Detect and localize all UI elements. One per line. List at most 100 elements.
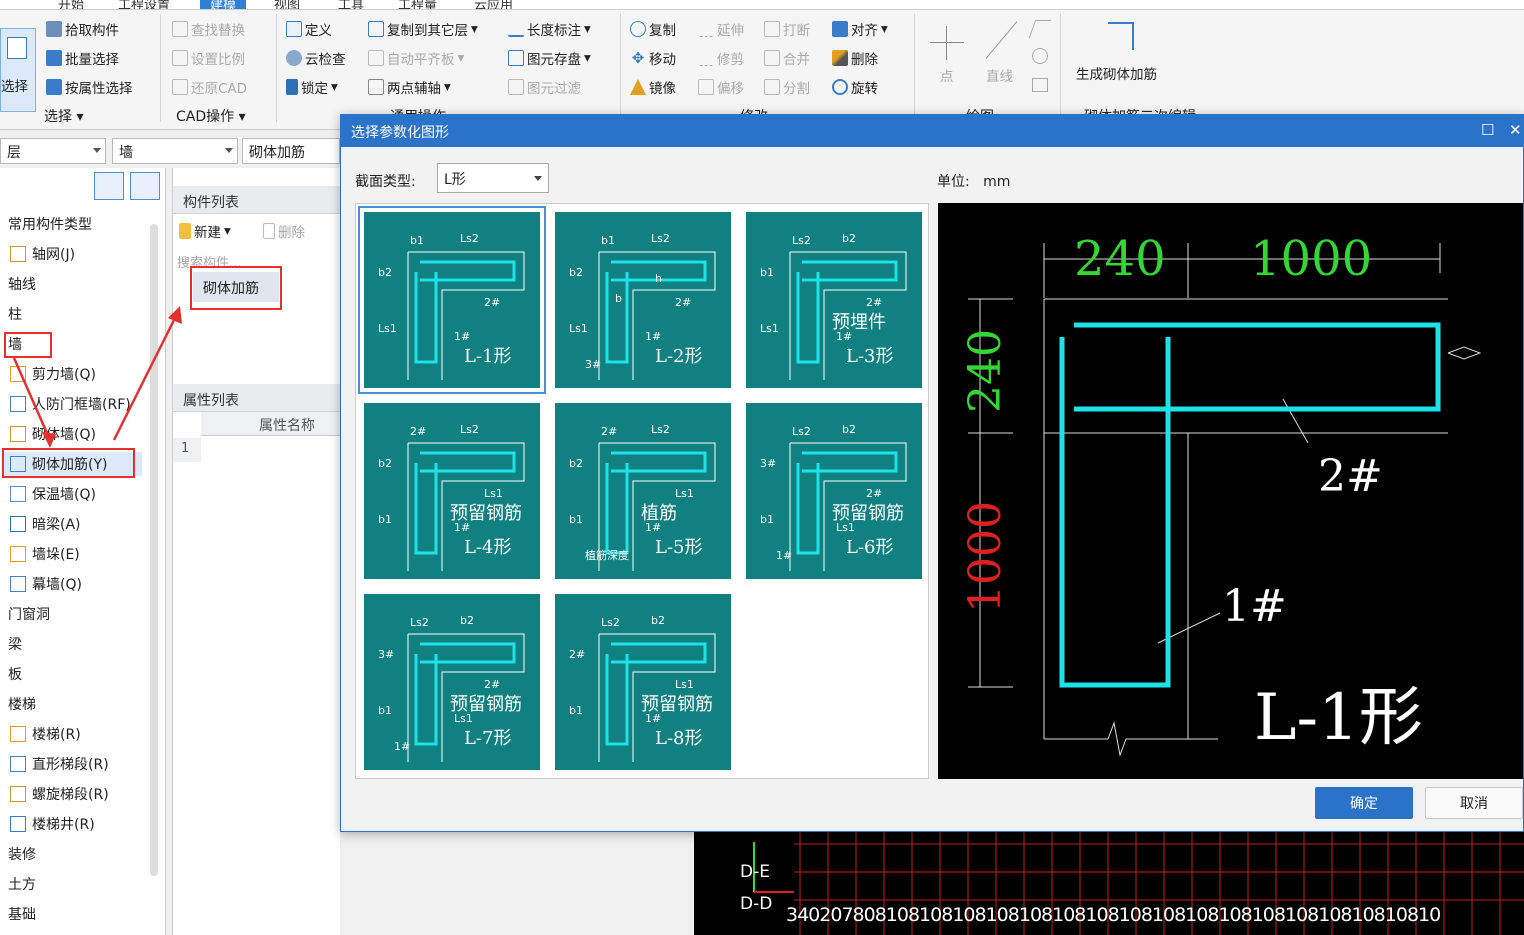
tree-item[interactable]: 板 [8,662,22,686]
cad-canvas[interactable]: D-E D-D 34020780810810810810810810810810… [694,832,1524,935]
tree-item[interactable]: 直形梯段(R) [10,752,109,776]
rotate-button[interactable]: 旋转 [832,76,878,98]
close-icon[interactable]: ✕ [1509,121,1522,139]
tree-item[interactable]: 楼梯(R) [10,722,81,746]
define-button[interactable]: 定义 [286,18,332,40]
generate-masonry-rebar-icon[interactable] [1108,22,1134,50]
tree-item[interactable]: 人防门框墙(RF) [10,392,131,416]
point-button[interactable]: 点 [940,69,954,85]
tree-item[interactable]: 螺旋梯段(R) [10,782,109,806]
select-big-button[interactable]: 选择 [0,28,36,112]
tree-item[interactable]: 剪力墙(Q) [10,362,96,386]
tree-scrollbar[interactable] [150,224,158,876]
line-button[interactable]: 直线 [986,69,1013,85]
auto-align-slab-button[interactable]: 自动平齐板 ▾ [368,47,464,69]
maximize-icon[interactable]: ☐ [1481,121,1495,139]
align-button[interactable]: 对齐 ▾ [832,18,888,40]
tree-item[interactable]: 墙 [8,332,22,356]
tree-item[interactable]: 柱 [8,302,22,326]
element-filter-button[interactable]: 图元过滤 [508,76,581,98]
component-item[interactable]: 砌体加筋 [193,272,279,302]
batch-select-button[interactable]: 批量选择 [46,47,119,69]
save-element-button[interactable]: 图元存盘 ▾ [508,47,591,69]
tree-item[interactable]: 门窗洞 [8,602,50,626]
mirror-button[interactable]: 镜像 [630,76,676,98]
tree-item[interactable]: 装修 [8,842,36,866]
menu-project-settings[interactable]: 工程设置 [118,0,171,10]
move-button[interactable]: ✥移动 [630,47,676,69]
tree-item[interactable]: 轴网(J) [10,242,75,266]
circle-icon[interactable] [1032,48,1048,64]
tree-item[interactable]: 土方 [8,872,36,896]
lock-button[interactable]: 锁定 ▾ [286,76,338,98]
tree-item[interactable]: 轴线 [8,272,36,296]
shape-dim-label: Ls2 [460,232,479,245]
menu-modeling[interactable]: 建模 [200,0,247,9]
delete-button[interactable]: 删除 [832,47,878,69]
cad-group-label[interactable]: CAD操作 ▾ [176,109,246,125]
select-by-property-button[interactable]: 按属性选择 [46,76,133,98]
tree-item[interactable]: 保温墙(Q) [10,482,96,506]
shape-dim-label: 1# [776,549,792,562]
break-button[interactable]: 打断 [764,18,810,40]
detail-view-icon[interactable] [130,172,160,200]
point-icon[interactable] [930,26,964,60]
split-button[interactable]: 分割 [764,76,810,98]
tree-item[interactable]: 砌体墙(Q) [10,422,96,446]
line-icon[interactable] [984,20,1020,60]
ok-button[interactable]: 确定 [1315,787,1413,819]
cancel-button[interactable]: 取消 [1425,787,1523,819]
shape-dim-label: Ls1 [760,322,779,335]
list-view-icon[interactable] [94,172,124,200]
generate-masonry-rebar-button[interactable]: 生成砌体加筋 [1076,67,1157,83]
tree-item[interactable]: 砌体加筋(Y) [4,452,142,476]
menu-tools[interactable]: 工具 [338,0,365,10]
tree-item[interactable]: 常用构件类型 [8,212,92,236]
tree-item[interactable]: 楼梯井(R) [10,812,95,836]
merge-button[interactable]: 合并 [764,47,810,69]
type-select[interactable]: 砌体加筋 [242,138,340,164]
floor-select[interactable]: 层 [0,138,106,164]
tree-item[interactable]: 幕墙(Q) [10,572,82,596]
set-scale-button[interactable]: 设置比例 [172,47,245,69]
menu-view[interactable]: 视图 [274,0,301,10]
shape-name: L-2形 [655,346,703,367]
tree-item[interactable]: 楼梯 [8,692,36,716]
section-type-select[interactable]: L形 [437,163,549,193]
tree-item[interactable]: 梁 [8,632,22,656]
length-dimension-button[interactable]: 长度标注 ▾ [508,18,591,40]
category-select[interactable]: 墙 [112,138,238,164]
tree-item[interactable]: 墙垛(E) [10,542,80,566]
delete-component-button[interactable]: 删除 [263,220,305,242]
extend-button[interactable]: 延伸 [698,18,744,40]
two-point-axis-button[interactable]: 两点辅轴 ▾ [368,76,451,98]
tree-item[interactable]: 暗梁(A) [10,512,81,536]
arc-icon[interactable] [1028,20,1052,38]
trim-button[interactable]: 修剪 [698,47,744,69]
pick-component-button[interactable]: 拾取构件 [46,18,119,40]
menu-cloud[interactable]: 云应用 [474,0,514,10]
copy-to-floor-button[interactable]: 复制到其它层 ▾ [368,18,478,40]
cloud-check-button[interactable]: 云检查 [286,47,346,69]
menu-start[interactable]: 开始 [58,0,85,10]
rect-icon[interactable] [1032,78,1048,92]
new-component-button[interactable]: 新建 ▾ [179,220,231,242]
tree-item-label: 保温墙(Q) [32,487,96,503]
tree-item-label: 常用构件类型 [8,217,92,233]
find-replace-button[interactable]: 查找替换 [172,18,245,40]
tree-item[interactable]: 基础 [8,902,36,926]
select-group-label[interactable]: 选择 ▾ [44,109,84,125]
menu-quantities[interactable]: 工程量 [398,0,438,10]
copy-button[interactable]: 复制 [630,18,676,40]
trim-label: 修剪 [717,52,744,68]
restore-cad-button[interactable]: 还原CAD [172,76,247,98]
offset-button[interactable]: 偏移 [698,76,744,98]
